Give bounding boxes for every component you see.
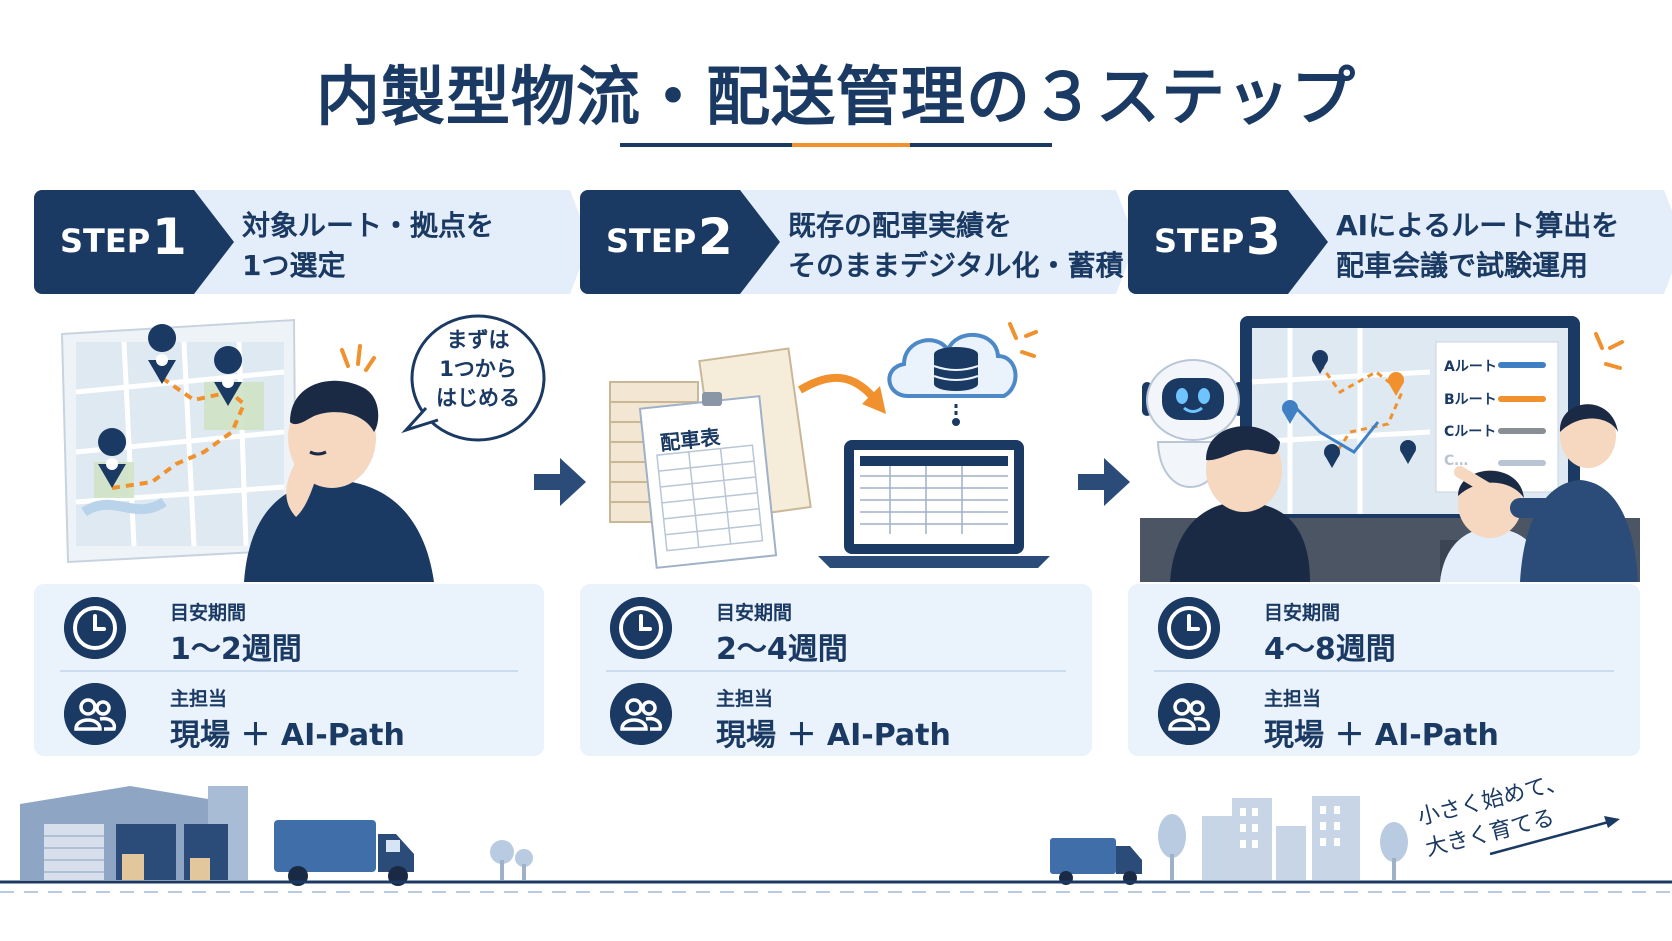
step-2-word: STEP <box>606 222 697 260</box>
step-2-number: 2 <box>698 208 733 266</box>
route-label-c: Cルート <box>1444 424 1497 440</box>
route-label-a: Aルート <box>1444 359 1497 375</box>
alert-marks <box>1594 332 1624 370</box>
step-2-badge: STEP 2 <box>580 190 780 294</box>
step-2-header-bg <box>730 190 1136 294</box>
clock-icon <box>1158 597 1220 659</box>
map-pin-icon <box>148 324 177 384</box>
title-rule-center <box>792 143 910 147</box>
clock-icon <box>610 597 672 659</box>
person-presenting <box>1454 404 1638 582</box>
period-value: 4〜8週間 <box>1264 632 1396 667</box>
thinking-person <box>244 380 434 582</box>
step-3-number: 3 <box>1246 208 1281 266</box>
period-label: 目安期間 <box>1264 602 1341 624</box>
users-icon <box>610 683 672 745</box>
speech-bubble <box>401 314 546 442</box>
step-1-badge: STEP 1 <box>34 190 234 294</box>
tree-icon <box>490 840 533 880</box>
owner-label: 主担当 <box>170 688 228 710</box>
step-1-word: STEP <box>60 222 151 260</box>
truck-icon <box>274 820 414 886</box>
alert-marks <box>340 344 376 372</box>
map-pin-icon <box>1400 440 1416 464</box>
step-3-info-card: 目安期間 4〜8週間 主担当 現場 ＋ AI-Path <box>1128 584 1640 756</box>
step-arrow-icon <box>534 458 586 506</box>
page-title: 内製型物流・配送管理の３ステップ <box>316 61 1356 135</box>
map-pin-icon <box>1312 350 1328 374</box>
warehouse-icon <box>20 786 248 880</box>
step-1-text: 対象ルート・拠点を 1つ選定 <box>242 209 495 282</box>
step-3-header-bg <box>1278 190 1672 294</box>
step-3-badge: STEP 3 <box>1128 190 1328 294</box>
step-2-text: 既存の配車実績を そのままデジタル化・蓄積 <box>788 209 1124 282</box>
owner-value: 現場 ＋ AI-Path <box>170 718 405 753</box>
route-label-b: Bルート <box>1444 392 1497 408</box>
owner-value: 現場 ＋ AI-Path <box>716 718 951 753</box>
users-icon <box>64 683 126 745</box>
map-pin-icon <box>1324 444 1340 468</box>
flow-arrow-icon <box>797 374 875 399</box>
users-icon <box>1158 683 1220 745</box>
step-1-info-card: 目安期間 1〜2週間 主担当 現場 ＋ AI-Path <box>34 584 544 756</box>
card-divider <box>60 670 518 672</box>
step-2-illustration <box>609 322 1050 569</box>
step-2-info-card: 目安期間 2〜4週間 主担当 現場 ＋ AI-Path <box>580 584 1092 756</box>
owner-value: 現場 ＋ AI-Path <box>1264 718 1499 753</box>
card-divider <box>1154 670 1614 672</box>
period-value: 2〜4週間 <box>716 632 848 667</box>
bottom-scene <box>0 786 1672 893</box>
step-1-illustration <box>60 314 546 582</box>
period-label: 目安期間 <box>170 602 247 624</box>
step-3-word: STEP <box>1154 222 1245 260</box>
laptop-icon <box>818 440 1050 568</box>
person-seated-front <box>1170 426 1310 582</box>
period-value: 1〜2週間 <box>170 632 302 667</box>
title-rule-left <box>620 143 792 147</box>
period-row: 目安期間 2〜4週間 <box>580 584 1092 670</box>
owner-row: 主担当 現場 ＋ AI-Path <box>580 670 1092 756</box>
card-divider <box>606 670 1066 672</box>
step-3-illustration <box>1140 316 1640 582</box>
step-3-header: STEP 3 AIによるルート算出を 配車会議で試験運用 <box>1128 190 1672 294</box>
period-label: 目安期間 <box>716 602 793 624</box>
cloud-database-icon <box>887 333 1018 426</box>
period-row: 目安期間 1〜2週間 <box>34 584 544 670</box>
monitor-icon <box>1240 316 1580 552</box>
growth-arrow-head <box>1604 816 1620 828</box>
growth-arrow-icon <box>1489 818 1617 856</box>
flow-arrow-head <box>862 386 886 414</box>
city-buildings <box>1202 796 1360 880</box>
owner-row: 主担当 現場 ＋ AI-Path <box>34 670 544 756</box>
title-rule-right <box>910 143 1052 147</box>
owner-row: 主担当 現場 ＋ AI-Path <box>1128 670 1640 756</box>
step-2-header: STEP 2 既存の配車実績を そのままデジタル化・蓄積 <box>580 190 1136 294</box>
dispatch-sheet <box>638 392 778 569</box>
period-row: 目安期間 4〜8週間 <box>1128 584 1640 670</box>
step-1-number: 1 <box>152 208 187 266</box>
map-pin-icon <box>98 428 127 488</box>
truck-icon <box>1050 838 1142 885</box>
step-1-header: STEP 1 対象ルート・拠点を 1つ選定 <box>34 190 590 294</box>
owner-label: 主担当 <box>1264 688 1322 710</box>
owner-label: 主担当 <box>716 688 774 710</box>
clock-icon <box>64 597 126 659</box>
route-label-d: C… <box>1444 453 1469 469</box>
tree-icon <box>1158 814 1408 880</box>
step-arrow-icon <box>1078 458 1130 506</box>
step-1-header-bg <box>184 190 590 294</box>
route-legend-bars <box>1498 362 1546 466</box>
step-3-text: AIによるルート算出を 配車会議で試験運用 <box>1336 209 1620 282</box>
alert-marks <box>1008 322 1038 358</box>
speech-bubble-text: まずは 1つから はじめる <box>436 328 520 410</box>
map-pin-icon <box>1282 400 1298 424</box>
map-pin-icon <box>1388 372 1404 396</box>
map-pin-icon <box>214 346 243 406</box>
